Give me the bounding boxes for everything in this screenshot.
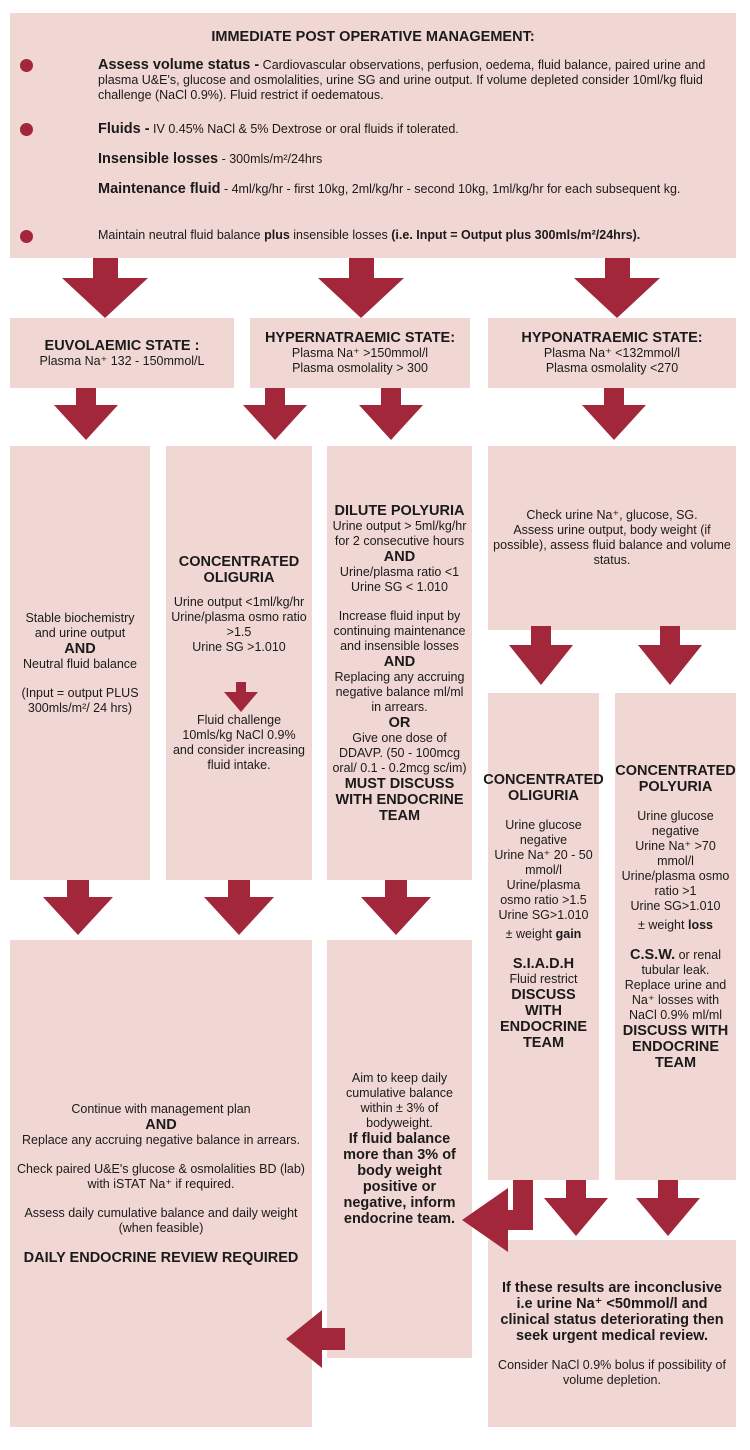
aim-balance-box: Aim to keep daily cumulative balance wit…	[327, 940, 472, 1358]
hyponatraemic-state-box: HYPONATRAEMIC STATE: Plasma Na⁺ <132mmol…	[488, 318, 736, 388]
down-arrow	[638, 626, 702, 685]
neutral-balance-line: Maintain neutral fluid balance plus inse…	[98, 228, 641, 242]
down-arrow	[62, 258, 148, 318]
concentrated-polyuria-box: CONCENTRATED POLYURIA Urine glucose nega…	[615, 693, 736, 1180]
bullet-icon	[20, 230, 33, 243]
down-arrow	[243, 388, 307, 440]
down-arrow	[509, 626, 573, 685]
assess-line: Assess volume status - Cardiovascular ob…	[98, 57, 706, 102]
inconclusive-results-box: If these results are inconclusive i.e ur…	[488, 1240, 736, 1427]
stable-biochemistry-box: Stable biochemistry and urine output AND…	[10, 446, 150, 880]
hypernatraemic-state-box: HYPERNATRAEMIC STATE: Plasma Na⁺ >150mmo…	[250, 318, 470, 388]
top-title: IMMEDIATE POST OPERATIVE MANAGEMENT:	[211, 29, 535, 45]
down-arrow	[544, 1180, 608, 1236]
continue-management-box: Continue with management plan AND Replac…	[10, 940, 312, 1427]
down-arrow	[359, 388, 423, 440]
down-arrow	[224, 682, 258, 712]
down-arrow	[636, 1180, 700, 1236]
elbow-arrow	[462, 1180, 533, 1252]
down-arrow	[574, 258, 660, 318]
dilute-polyuria-box: DILUTE POLYURIA Urine output > 5ml/kg/hr…	[327, 446, 472, 880]
down-arrow	[361, 880, 431, 935]
down-arrow	[54, 388, 118, 440]
concentrated-oliguria-hypo-box: CONCENTRATED OLIGURIA Urine glucose nega…	[483, 693, 604, 1180]
post-operative-management-box: IMMEDIATE POST OPERATIVE MANAGEMENT: Ass…	[10, 13, 736, 258]
concentrated-oliguria-hyper-box: CONCENTRATED OLIGURIA Urine output <1ml/…	[166, 446, 312, 880]
left-arrow	[286, 1310, 345, 1368]
bullet-icon	[20, 123, 33, 136]
bullet-icon	[20, 59, 33, 72]
fluids-line: Fluids - IV 0.45% NaCl & 5% Dextrose or …	[98, 121, 459, 137]
down-arrow	[43, 880, 113, 935]
euvolaemic-state-box: EUVOLAEMIC STATE : Plasma Na⁺ 132 - 150m…	[10, 318, 234, 388]
down-arrow	[204, 880, 274, 935]
down-arrow	[318, 258, 404, 318]
maintenance-line: Maintenance fluid - 4ml/kg/hr - first 10…	[98, 181, 681, 197]
check-urine-box: Check urine Na⁺, glucose, SG. Assess uri…	[488, 446, 736, 630]
insensible-line: Insensible losses - 300mls/m²/24hrs	[98, 151, 323, 167]
down-arrow	[582, 388, 646, 440]
